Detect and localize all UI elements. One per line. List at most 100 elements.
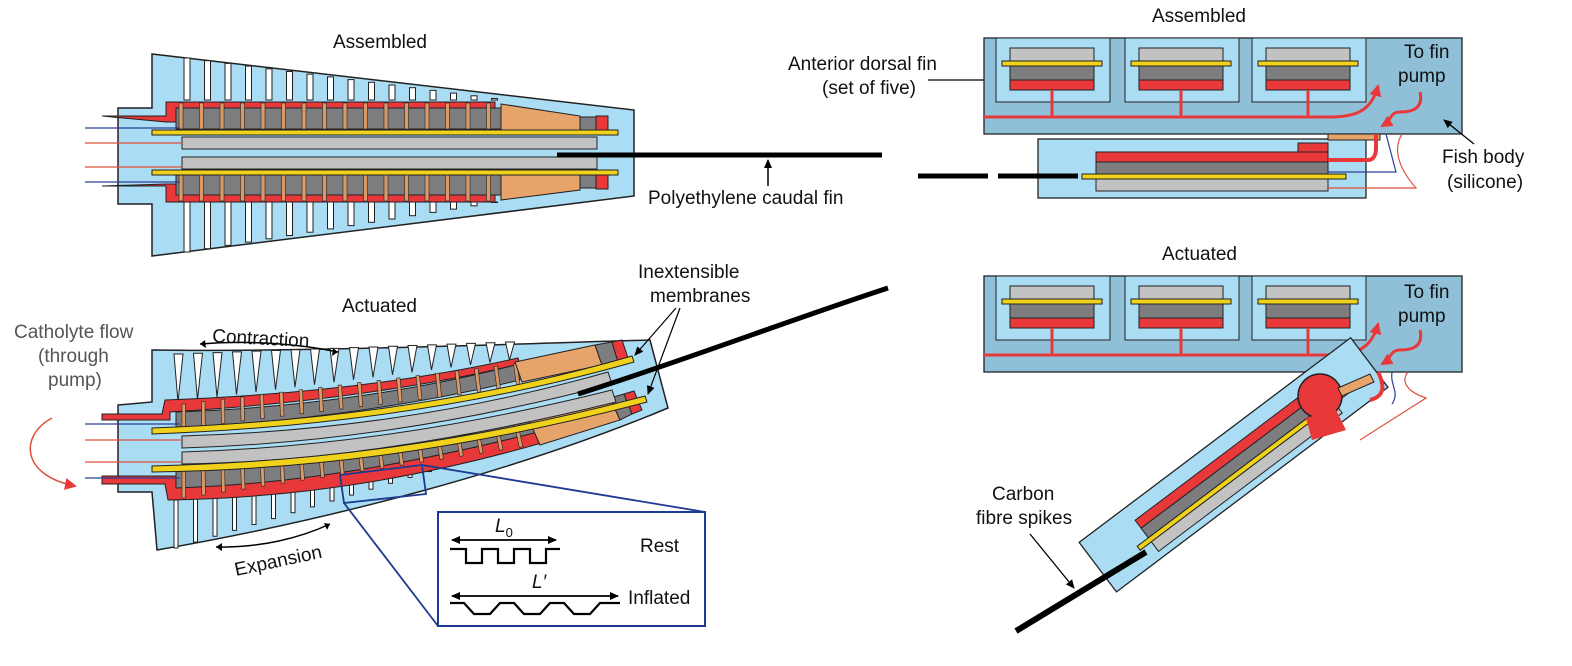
pump-label-1: To fin [1404,42,1449,63]
contraction-arrowhead-left [200,340,206,348]
expansion-arrowhead-left [216,543,222,551]
rib-gap [306,201,314,233]
caudal-fin-assembled: Assembled Polyethyle [85,32,882,257]
rib-gap [224,201,232,246]
membranes-label-1: Inextensible [638,262,739,283]
rib-gap-contracted [251,350,262,393]
dark-grey-bottom [175,174,502,196]
rib-gap-contracted [485,342,496,363]
yellow-membrane [1001,60,1103,67]
rib-gap [470,201,478,207]
copper-pin [240,396,245,422]
copper-pin [486,174,491,202]
rest-corrugation [450,547,560,565]
rib-gap-contracted [231,351,243,395]
end-seal-bottom [595,173,609,190]
light-grey-top [181,136,598,150]
yellow-membrane [1001,298,1103,305]
membrane-top-bent [151,355,635,435]
pump-label-1: To fin [1404,282,1449,303]
copper-pin [363,102,368,130]
copper-pin [220,398,226,424]
membrane-pointer-top [634,307,677,356]
fish-body-label-2: (silicone) [1447,172,1523,193]
light-grey-electrode [1265,285,1351,300]
dorsal-assembled-title: Assembled [1152,6,1246,27]
dorsal-fin-assembled: Assembled Anterior dorsal fin (set of fi… [788,6,1525,199]
rib-gap [327,76,334,101]
dorsal-fin-units [995,37,1367,118]
rib-gap [306,73,314,101]
copper-pin [357,382,364,408]
rib-gap [409,87,416,101]
dark-grey-electrode [1138,303,1224,319]
dark-grey-electrode [1265,65,1351,81]
raised-dorsal-fin [1078,336,1389,593]
rib-gap [388,201,396,220]
flow-from-pump-arrow [1380,329,1423,366]
rib-gap [388,84,396,101]
dark-grey-top [175,107,502,130]
light-grey-electrode [1138,285,1224,300]
rib-gap-contracted [329,347,340,383]
rib-gap [204,201,211,250]
catholyte-label-1: Catholyte flow [14,322,134,343]
rib-gap [491,98,498,101]
copper-pin [178,174,184,202]
expansion-arrowhead-right [324,523,330,530]
light-grey-electrode [1009,47,1095,62]
copper-pin [404,102,409,130]
blue-wire [1391,371,1396,405]
dorsal-actuated-title: Actuated [1162,244,1237,265]
catholyte-label-3: pump) [48,370,102,391]
polyethylene-caudal-fin-bent [577,285,889,397]
rib-gap [429,89,437,101]
copper-pin [260,174,266,202]
end-cap-bottom [579,173,597,189]
rib-gap [286,201,293,236]
dark-grey-electrode [1009,303,1095,319]
catholyte-flow-arrow [29,417,77,490]
red-wire [1328,133,1418,189]
rib-gap [265,201,273,240]
red-channel [1009,317,1095,329]
inset-box [437,511,706,627]
rib-gap [204,60,211,101]
carbon-fibre-spike [1014,549,1148,634]
contraction-label: Contraction [212,326,310,352]
dorsal-fin-label-1: Anterior dorsal fin [788,54,937,75]
rib-gap-contracted [270,349,282,390]
copper-pin [178,102,184,130]
rib-gap-contracted [465,342,477,366]
rib-gap-contracted [368,346,379,378]
dark-grey-electrode [1265,303,1351,319]
red-channel [1138,317,1224,329]
rib-gap [265,68,273,101]
blue-wire [1328,133,1397,173]
end-seal-top [595,115,609,131]
folded-fin-membrane [1081,173,1347,180]
hinge-raised [1337,373,1375,397]
rib-gap-contracted [504,341,516,361]
red-channel [1265,317,1351,329]
copper-pin [240,174,245,202]
light-grey-bottom-bent [181,389,617,465]
rib-gap-contracted [407,345,418,373]
copper-pin [260,102,266,130]
flow-to-pump-arrow [984,84,1382,119]
callout-line [343,502,439,627]
copper-pin [281,174,286,202]
copper-pin [415,375,423,400]
membrane-bottom [151,169,619,176]
catholyte-label-2: (through [38,346,109,367]
copper-pin [342,102,348,130]
pump-label-2: pump [1398,306,1446,327]
copper-pin [383,102,389,130]
dorsal-fin-actuated: Actuated To fin pump Carbon fibre spikes [976,244,1463,634]
rib-gap-contracted [309,348,321,385]
copper-pins-top-bent [181,363,521,429]
copper-pin [281,102,286,130]
pump-label-2: pump [1398,66,1446,87]
copper-pin [424,174,430,202]
spikes-pointer [1029,533,1075,589]
